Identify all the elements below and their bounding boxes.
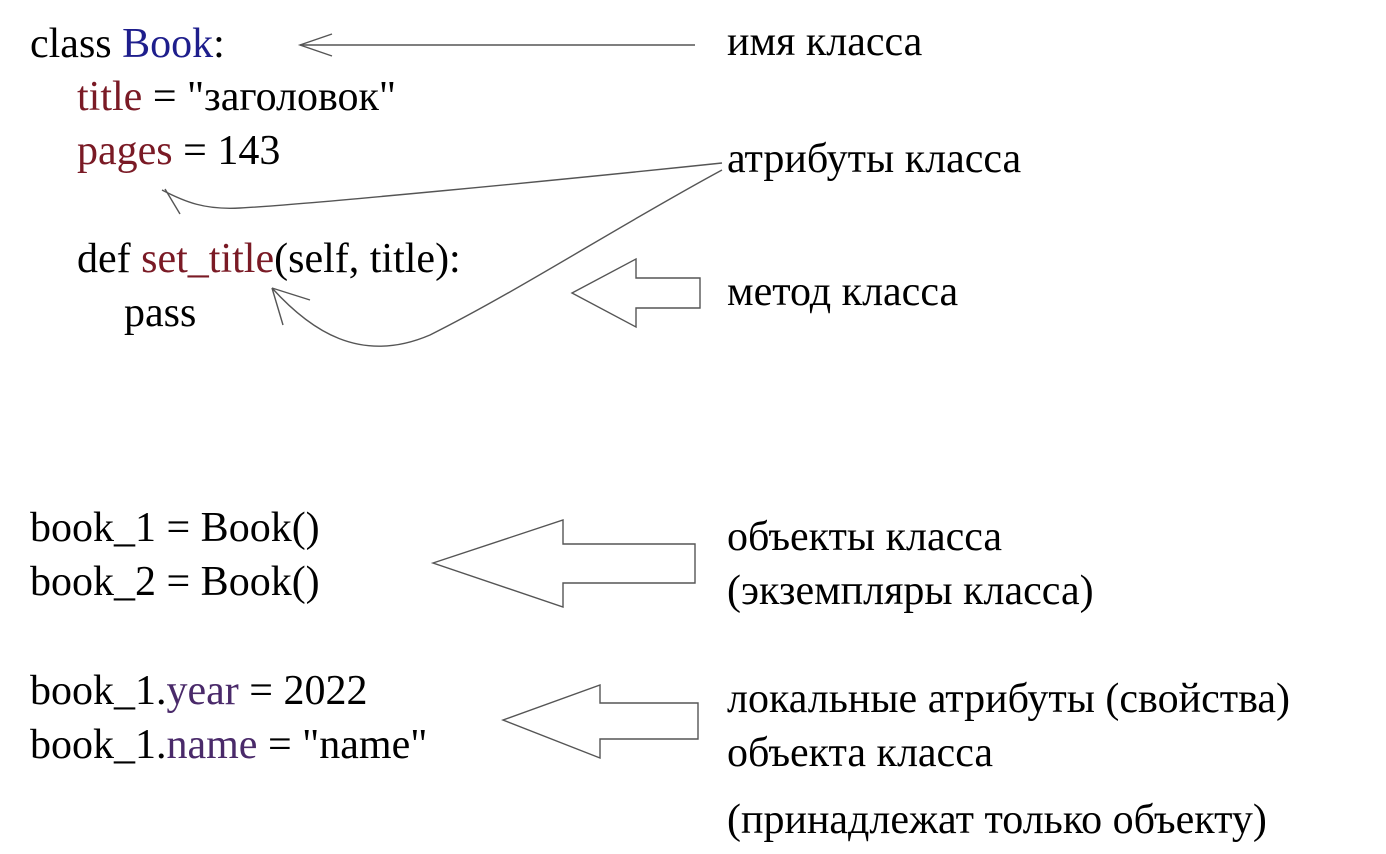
class-attribute-pointer-arrow	[161, 162, 723, 215]
name-property-line: book_1.name = "name"	[30, 718, 427, 772]
label-local-attributes-line-2: объекта класса	[727, 730, 993, 776]
label-objects-line-2: (экземпляры класса)	[727, 568, 1094, 614]
label-class-name: имя класса	[727, 19, 923, 65]
method-block-arrow	[570, 257, 701, 329]
year-object-ref: book_1.	[30, 668, 167, 714]
title-attribute-value: = "заголовок"	[142, 74, 397, 120]
class-name-pointer-arrow	[297, 33, 695, 57]
object-2-creation-line: book_2 = Book()	[30, 559, 320, 605]
name-property-value: = "name"	[257, 722, 428, 768]
year-property-name: year	[166, 668, 239, 714]
name-property-name: name	[166, 722, 258, 768]
title-attribute-line: title = "заголовок"	[77, 70, 396, 124]
objects-block-arrow	[430, 519, 696, 608]
pages-attribute-value: = 143	[172, 128, 281, 174]
label-local-attributes-line-1: локальные атрибуты (свойства)	[727, 676, 1290, 722]
pages-attribute-line: pages = 143	[77, 124, 280, 178]
method-definition-line: def set_title(self, title):	[77, 232, 461, 286]
method-name: set_title	[141, 236, 275, 282]
class-method-pointer-arrow	[271, 169, 723, 347]
name-object-ref: book_1.	[30, 722, 167, 768]
object-1-creation-line: book_1 = Book()	[30, 505, 320, 551]
class-keyword: class	[30, 21, 123, 67]
label-objects-line-1: объекты класса	[727, 514, 1003, 560]
label-local-attributes-line-3: (принадлежат только объекту)	[727, 797, 1267, 843]
class-declaration-line: class Book:	[30, 17, 225, 71]
def-keyword: def	[77, 236, 142, 282]
class-colon: :	[213, 21, 225, 67]
class-name: Book	[122, 21, 214, 67]
label-class-attributes: атрибуты класса	[727, 136, 1022, 182]
label-class-method: метод класса	[727, 269, 959, 315]
method-signature: (self, title):	[274, 236, 461, 282]
year-property-value: = 2022	[238, 668, 368, 714]
year-property-line: book_1.year = 2022	[30, 664, 367, 718]
pass-statement-line: pass	[124, 290, 197, 336]
local-attributes-block-arrow	[501, 684, 699, 760]
title-attribute-name: title	[77, 74, 143, 120]
pages-attribute-name: pages	[77, 128, 173, 174]
